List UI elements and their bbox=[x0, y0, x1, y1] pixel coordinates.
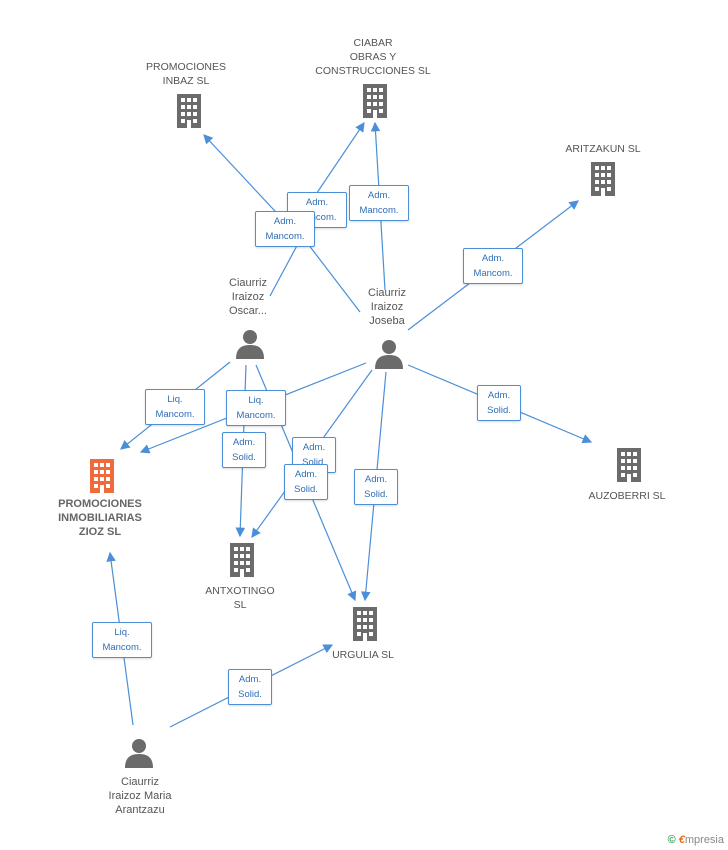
building-icon[interactable] bbox=[591, 162, 615, 196]
node-label-inbaz[interactable]: PROMOCIONES INBAZ SL bbox=[146, 61, 226, 87]
node-label-auzoberri[interactable]: AUZOBERRI SL bbox=[588, 490, 666, 502]
node-label-ciabar[interactable]: CIABAR OBRAS Y CONSTRUCCIONES SL bbox=[315, 37, 431, 77]
node-label-maria[interactable]: Ciaurriz Iraizoz Maria Arantzazu bbox=[108, 776, 172, 816]
edge-joseba-up bbox=[307, 243, 361, 313]
edge-label: Adm. Solid. bbox=[228, 669, 272, 705]
edge-label: Adm. Solid. bbox=[284, 464, 328, 500]
person-icon[interactable] bbox=[236, 330, 264, 359]
node-label-aritzakun[interactable]: ARITZAKUN SL bbox=[565, 143, 641, 155]
building-icon[interactable] bbox=[177, 94, 201, 128]
person-icon[interactable] bbox=[375, 340, 403, 369]
person-icon[interactable] bbox=[125, 739, 153, 768]
brand-logo-initial: € bbox=[678, 834, 685, 846]
edge-label: Adm. Mancom. bbox=[255, 211, 315, 247]
building-icon[interactable] bbox=[617, 448, 641, 482]
building-icon[interactable] bbox=[230, 543, 254, 577]
edge-label: Adm. Solid. bbox=[222, 432, 266, 468]
building-icon[interactable] bbox=[353, 607, 377, 641]
brand-logo-text: mpresia bbox=[684, 834, 724, 846]
edge-label: Liq. Mancom. bbox=[92, 622, 152, 658]
node-label-zioz[interactable]: PROMOCIONES INMOBILIARIAS ZIOZ SL bbox=[58, 498, 142, 538]
edge-label: Adm. Solid. bbox=[477, 385, 521, 421]
edge-label: Adm. Mancom. bbox=[349, 185, 409, 221]
copyright-icon: © bbox=[667, 834, 676, 846]
edge-label: Adm. Mancom. bbox=[287, 192, 347, 228]
edge-label: Adm. Solid. bbox=[354, 469, 398, 505]
edge-oscar-up bbox=[269, 239, 301, 297]
building-icon[interactable] bbox=[90, 459, 114, 493]
edge-label: Liq. Mancom. bbox=[226, 390, 286, 426]
edge-oscar-inbaz bbox=[203, 134, 289, 226]
building-icon[interactable] bbox=[363, 84, 387, 118]
node-label-joseba[interactable]: Ciaurriz Iraizoz Joseba bbox=[368, 287, 406, 327]
brand-footer: © €mpresia bbox=[668, 834, 724, 846]
node-label-antxotingo[interactable]: ANTXOTINGO SL bbox=[205, 585, 275, 611]
node-label-oscar[interactable]: Ciaurriz Iraizoz Oscar... bbox=[229, 277, 267, 317]
edge-label: Liq. Mancom. bbox=[145, 389, 205, 425]
node-label-urgulia[interactable]: URGULIA SL bbox=[332, 649, 394, 661]
edge-label: Adm. Mancom. bbox=[463, 248, 523, 284]
